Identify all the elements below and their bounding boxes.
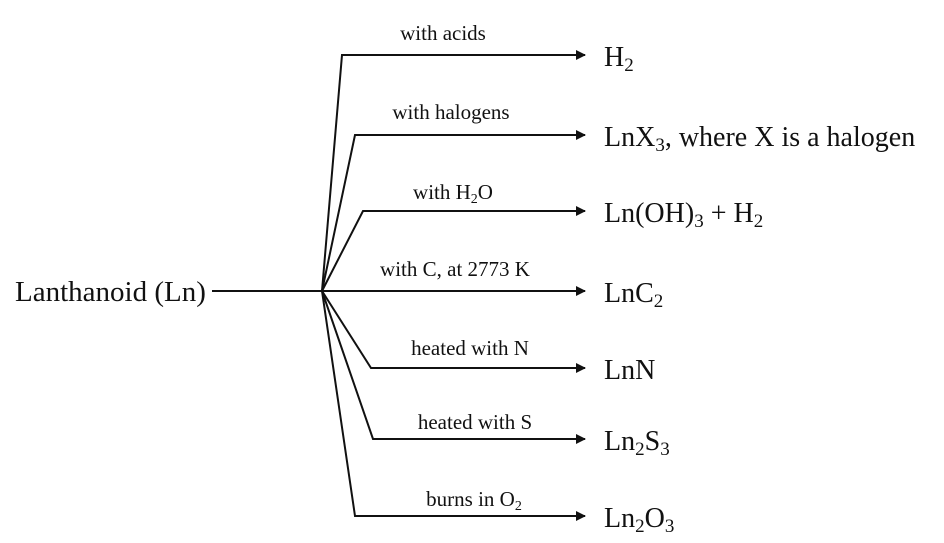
- product-label-part: + H: [704, 198, 754, 229]
- reaction-branch: with C, at 2773 K LnC2: [322, 257, 663, 312]
- condition-label: with halogens: [392, 100, 509, 124]
- product-label-part: Ln: [604, 503, 635, 534]
- condition-label-part: heated with N: [411, 336, 529, 360]
- product-label-part: 2: [624, 55, 634, 76]
- condition-label: with acids: [400, 21, 486, 45]
- product-label-part: Ln(OH): [604, 198, 694, 229]
- product-label: Ln2S3: [604, 426, 670, 460]
- condition-label-part: heated with S: [418, 410, 532, 434]
- source-label: Lanthanoid (Ln): [15, 276, 206, 308]
- condition-label: burns in O2: [426, 487, 522, 514]
- product-label-part: 3: [694, 211, 704, 232]
- product-label-part: 2: [635, 516, 645, 537]
- condition-label: heated with S: [418, 410, 532, 434]
- product-label-part: LnN: [604, 355, 655, 386]
- condition-label-part: O: [478, 180, 493, 204]
- product-label-part: Ln: [604, 426, 635, 457]
- product-label: Ln(OH)3 + H2: [604, 198, 763, 232]
- product-label-part: S: [645, 426, 661, 457]
- condition-label: with C, at 2773 K: [380, 257, 530, 281]
- source-label-part: Lanthanoid (Ln): [15, 276, 206, 308]
- product-label-part: LnX: [604, 122, 655, 153]
- product-label-part: 3: [660, 439, 670, 460]
- reaction-branch: heated with N LnN: [321, 290, 655, 386]
- reaction-arrow: [321, 50, 586, 292]
- product-label-part: , where X is a halogen: [665, 122, 915, 153]
- condition-label-part: with acids: [400, 21, 486, 45]
- product-label-part: LnC: [604, 278, 654, 309]
- product-label: H2: [604, 42, 634, 76]
- condition-label-part: 2: [471, 192, 478, 207]
- product-label-part: 2: [635, 439, 645, 460]
- product-label: LnN: [604, 355, 655, 386]
- condition-label: with H2O: [413, 180, 493, 207]
- condition-label: heated with N: [411, 336, 529, 360]
- product-label-part: H: [604, 42, 624, 73]
- product-label: Ln2O3: [604, 503, 674, 537]
- product-label: LnC2: [604, 278, 663, 312]
- product-label-part: 2: [754, 211, 764, 232]
- product-label-part: 3: [665, 516, 675, 537]
- condition-label-part: burns in O: [426, 487, 515, 511]
- product-label-part: O: [645, 503, 665, 534]
- reaction-arrow: [321, 130, 586, 292]
- reaction-arrow: [321, 290, 586, 373]
- product-label: LnX3, where X is a halogen: [604, 122, 915, 156]
- condition-label-part: with halogens: [392, 100, 509, 124]
- reaction-arrow: [321, 290, 586, 444]
- reaction-arrow: [321, 290, 586, 521]
- reaction-arrow: [321, 206, 586, 292]
- condition-label-part: with C, at 2773 K: [380, 257, 530, 281]
- product-label-part: 2: [654, 291, 664, 312]
- product-label-part: 3: [655, 135, 665, 156]
- condition-label-part: with H: [413, 180, 471, 204]
- condition-label-part: 2: [515, 499, 522, 514]
